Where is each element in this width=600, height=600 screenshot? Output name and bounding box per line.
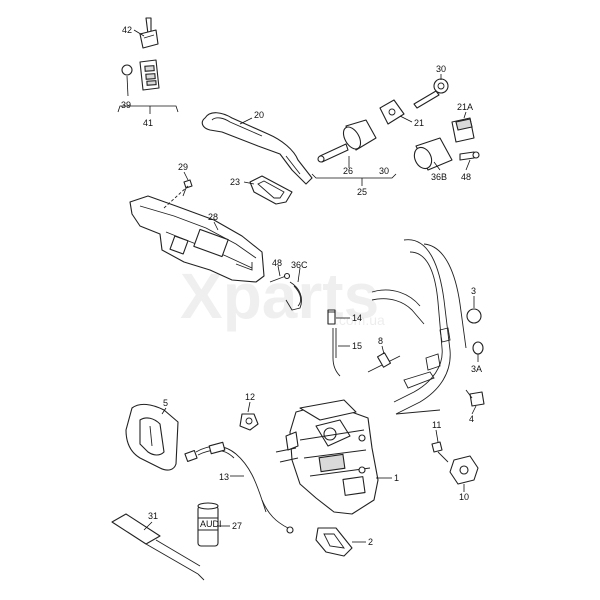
callout-29: 29 <box>178 162 188 172</box>
callout-2: 2 <box>368 537 373 547</box>
striker-plate-10 <box>449 455 479 485</box>
bolt-11 <box>431 441 449 463</box>
grommet-12 <box>239 413 259 431</box>
callout-30: 30 <box>436 64 446 74</box>
callout-26: 26 <box>343 166 353 176</box>
callout-36b: 36B <box>431 172 447 182</box>
outer-door-handle <box>201 112 313 185</box>
handle-carrier <box>129 185 265 283</box>
callout-20: 20 <box>254 110 264 120</box>
callout-23: 23 <box>230 177 240 187</box>
callout-31: 31 <box>148 511 158 521</box>
callout-42: 42 <box>122 25 132 35</box>
rod-8 <box>367 352 401 373</box>
bolt-29 <box>182 179 193 197</box>
callout-21: 21 <box>414 118 424 128</box>
key-30 <box>413 78 449 109</box>
grease-can-label: AUDI <box>200 519 222 529</box>
callout-13: 13 <box>219 472 229 482</box>
callout-3: 3 <box>471 286 476 296</box>
bolt-4 <box>465 389 485 407</box>
callout-11: 11 <box>432 420 441 430</box>
callout-28: 28 <box>208 212 218 222</box>
callout-12: 12 <box>245 392 255 402</box>
callout-30b: 30 <box>379 166 389 176</box>
callout-3a: 3A <box>471 364 482 374</box>
watermark-subtext: .com.ua <box>335 312 385 328</box>
lock-cylinder-26 <box>317 119 377 163</box>
rod-14 <box>327 309 336 325</box>
callout-8: 8 <box>378 336 383 346</box>
callout-10: 10 <box>459 492 469 502</box>
fob-battery <box>121 64 133 76</box>
callout-41: 41 <box>143 118 153 128</box>
cylinder-36b <box>413 137 453 171</box>
callout-14: 14 <box>352 313 362 323</box>
callout-21a: 21A <box>457 102 473 112</box>
rod-15 <box>332 328 341 377</box>
remote-fob <box>139 59 160 91</box>
handle-gasket <box>249 175 293 205</box>
callout-25: 25 <box>357 187 367 197</box>
plug-3a <box>472 341 484 355</box>
callout-48b: 48 <box>272 258 282 268</box>
clip-36c <box>285 281 302 311</box>
cover-2 <box>315 527 353 557</box>
callout-5: 5 <box>163 398 168 408</box>
callout-15: 15 <box>352 341 362 351</box>
callout-1: 1 <box>394 473 399 483</box>
grease-can-27 <box>197 502 219 547</box>
cap-21a <box>451 117 475 143</box>
plug-3 <box>466 308 482 324</box>
tool-31 <box>111 513 205 581</box>
door-lock-mechanism <box>275 399 379 515</box>
callout-39: 39 <box>121 100 131 110</box>
cylinder-cap-21 <box>379 99 405 125</box>
screw-48a <box>459 151 480 161</box>
screw-48b <box>269 272 291 283</box>
callout-4: 4 <box>469 414 474 424</box>
door-frame-outline <box>371 239 467 415</box>
callout-48a: 48 <box>461 172 471 182</box>
inner-door-handle <box>125 403 179 471</box>
callout-36c: 36C <box>291 260 308 270</box>
callout-27: 27 <box>232 521 242 531</box>
key-blade <box>139 17 159 49</box>
cable-13 <box>184 441 294 534</box>
